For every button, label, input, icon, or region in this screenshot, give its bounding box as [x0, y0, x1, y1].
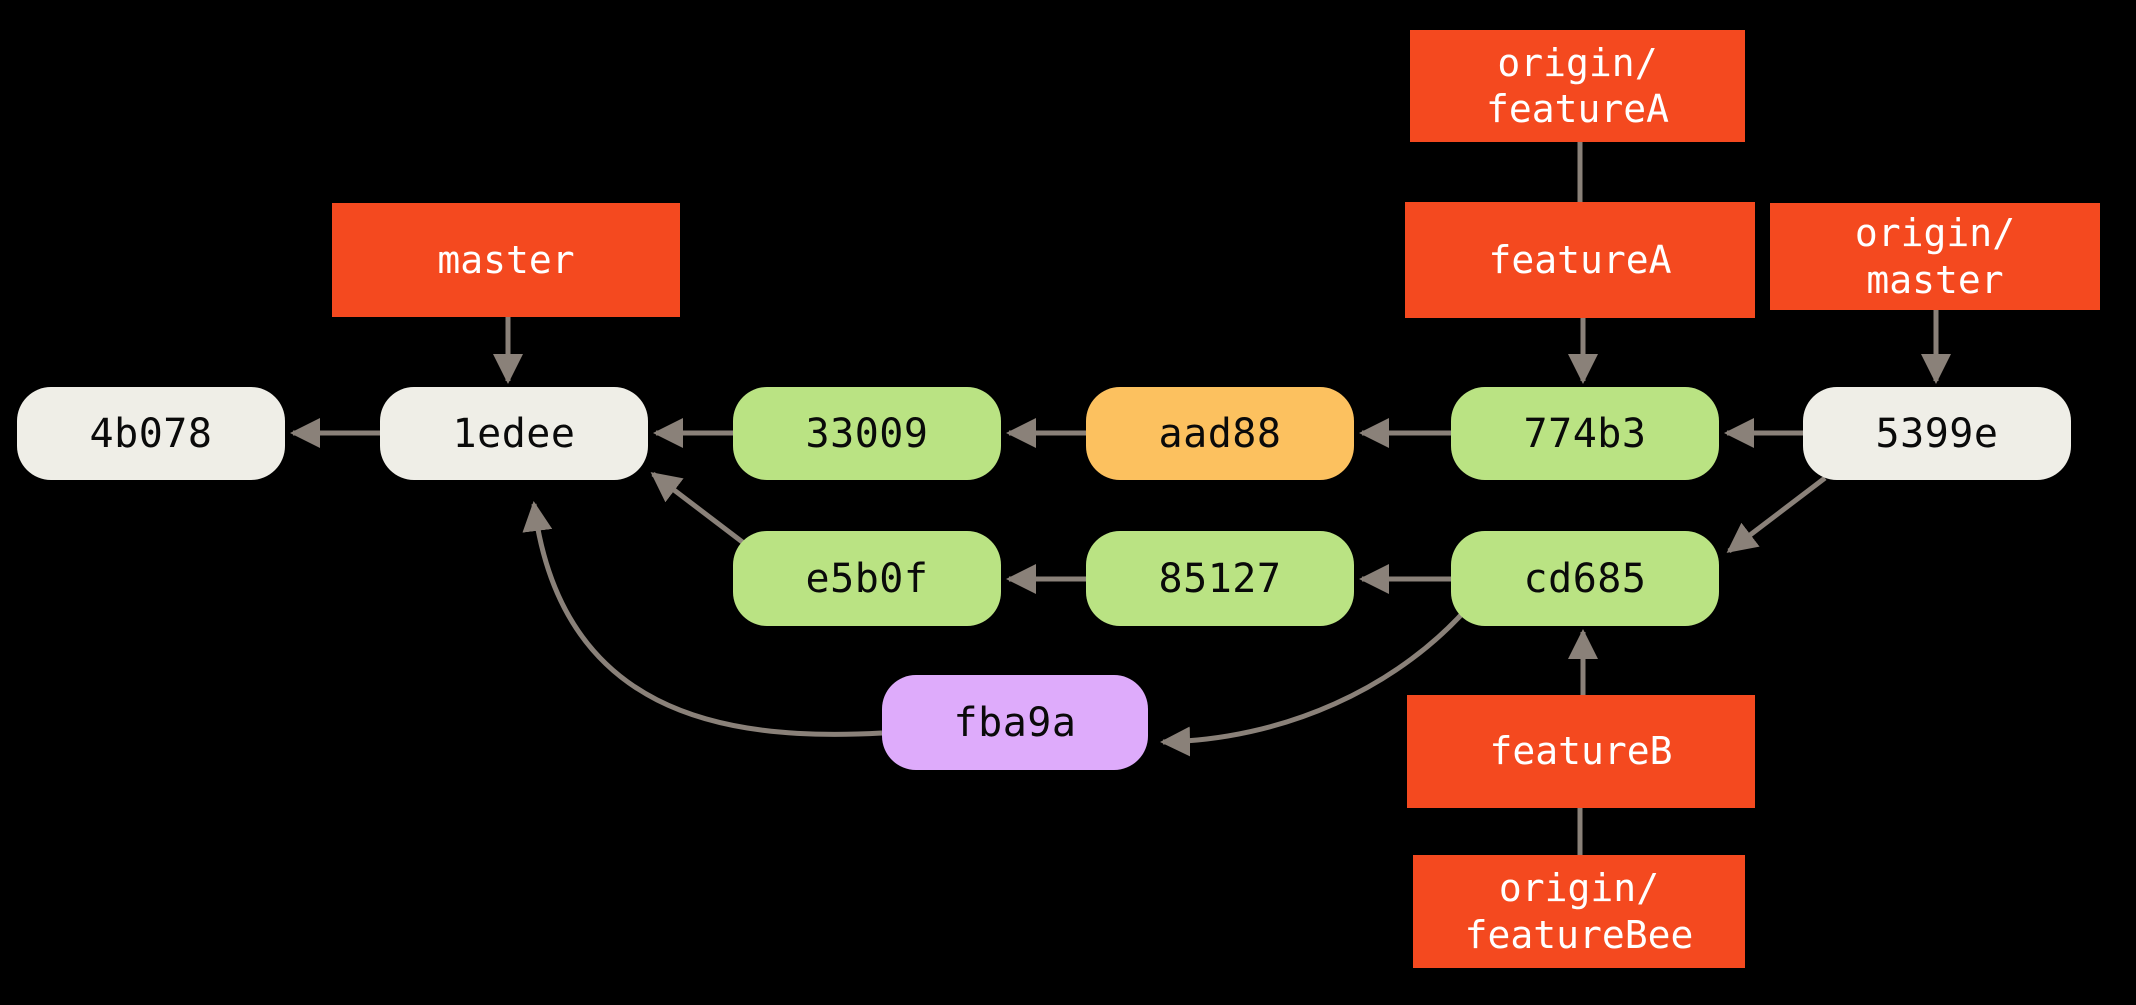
commit-label: e5b0f: [805, 555, 929, 602]
commit-label: 1edee: [452, 410, 576, 457]
commit-node-cd685[interactable]: cd685: [1451, 531, 1719, 626]
branch-label-master[interactable]: master: [332, 203, 680, 317]
branch-label-featureA[interactable]: featureA: [1405, 202, 1755, 318]
commit-label: 5399e: [1875, 410, 1999, 457]
commit-label: 33009: [805, 410, 929, 457]
commit-node-774b3[interactable]: 774b3: [1451, 387, 1719, 480]
commit-node-aad88[interactable]: aad88: [1086, 387, 1354, 480]
commit-node-33009[interactable]: 33009: [733, 387, 1001, 480]
edge-e5b0f-to-1edee: [650, 472, 747, 546]
branch-label-origin-master[interactable]: origin/ master: [1770, 203, 2100, 310]
edge-5399e-to-cd685: [1726, 476, 1827, 553]
commit-node-fba9a[interactable]: fba9a: [882, 675, 1148, 770]
branch-label-origin-featureA[interactable]: origin/ featureA: [1410, 30, 1745, 142]
commit-label: 4b078: [89, 410, 213, 457]
commit-node-5399e[interactable]: 5399e: [1803, 387, 2071, 480]
commit-label: aad88: [1158, 410, 1282, 457]
commit-label: 774b3: [1523, 410, 1647, 457]
commit-node-1edee[interactable]: 1edee: [380, 387, 648, 480]
commit-node-e5b0f[interactable]: e5b0f: [733, 531, 1001, 626]
commit-node-4b078[interactable]: 4b078: [17, 387, 285, 480]
commit-label: 85127: [1158, 555, 1282, 602]
branch-label-featureB[interactable]: featureB: [1407, 695, 1755, 808]
commit-label: fba9a: [953, 699, 1077, 746]
commit-node-85127[interactable]: 85127: [1086, 531, 1354, 626]
commit-label: cd685: [1523, 555, 1647, 602]
branch-label-origin-featureBee[interactable]: origin/ featureBee: [1413, 855, 1745, 968]
